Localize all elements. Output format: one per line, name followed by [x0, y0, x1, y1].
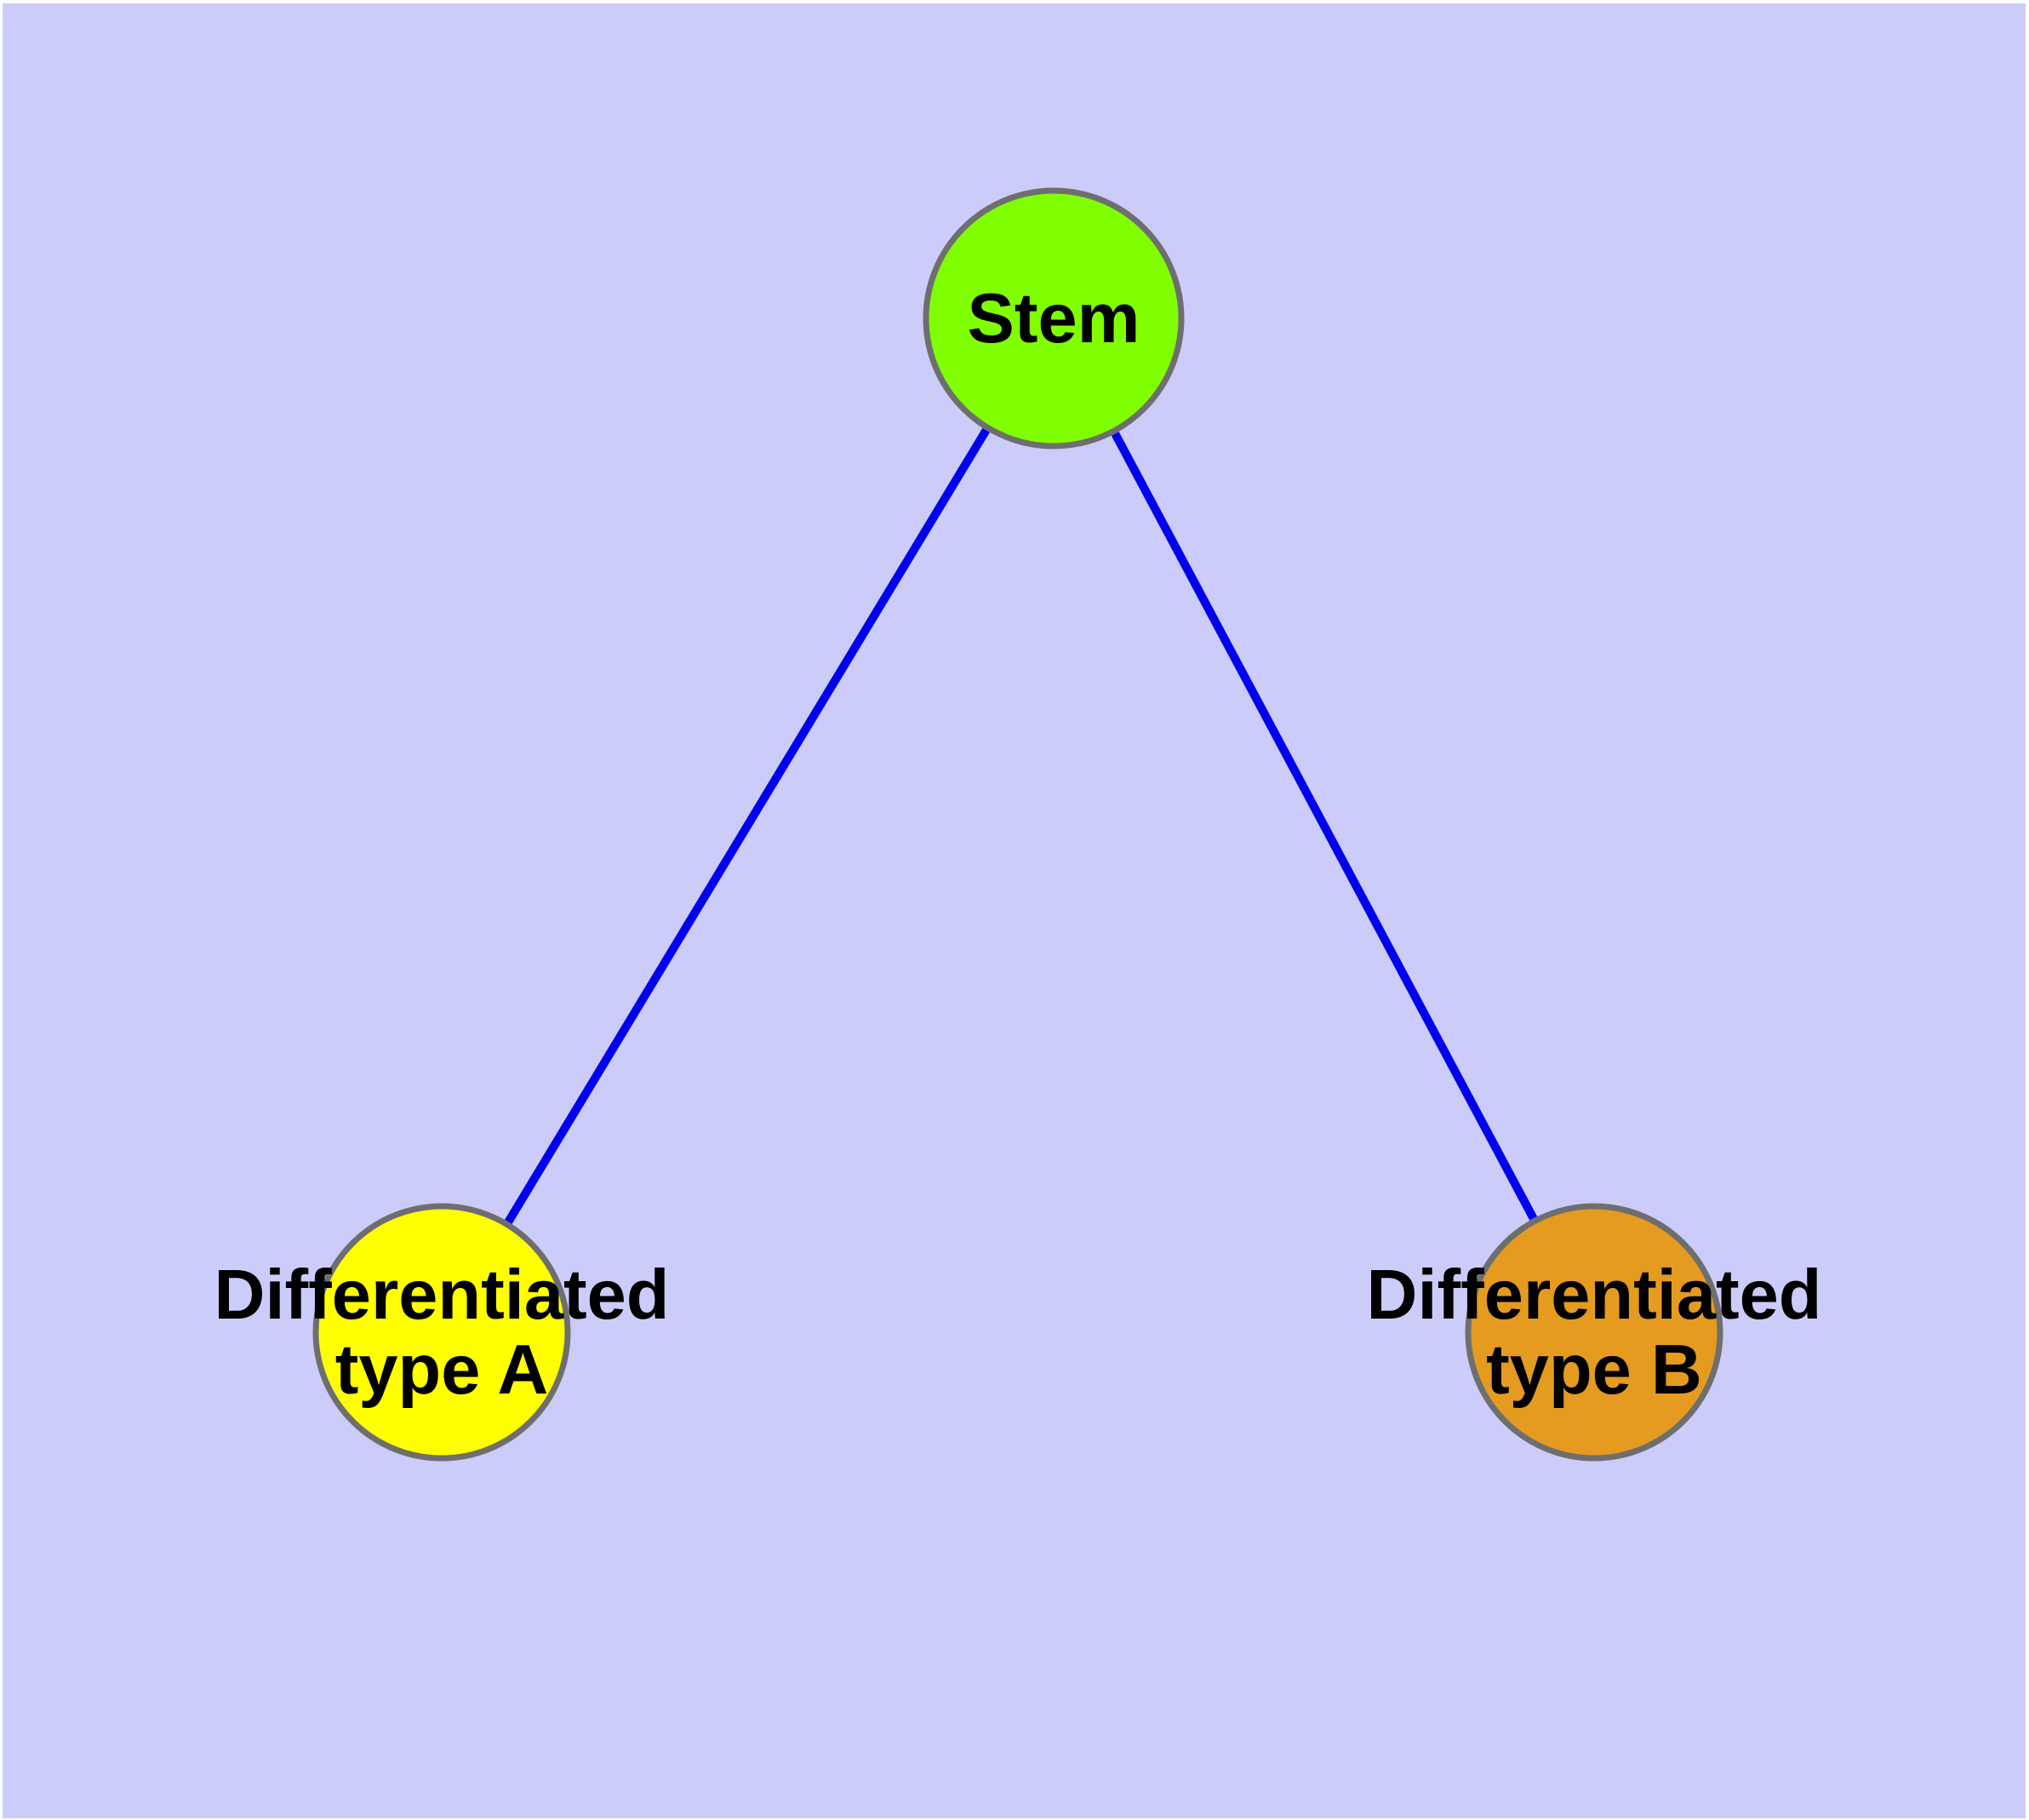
node-layer — [312, 187, 1723, 1462]
edge-stem-diff-b[interactable] — [1111, 432, 1538, 1221]
node-circle-stem[interactable] — [923, 187, 1185, 449]
edge-stem-diff-a[interactable] — [505, 427, 990, 1224]
graph-svg — [312, 187, 1723, 1462]
node-circle-diff-b[interactable] — [1465, 1203, 1723, 1462]
edge-layer — [505, 427, 1538, 1224]
node-circle-diff-a[interactable] — [312, 1203, 571, 1462]
